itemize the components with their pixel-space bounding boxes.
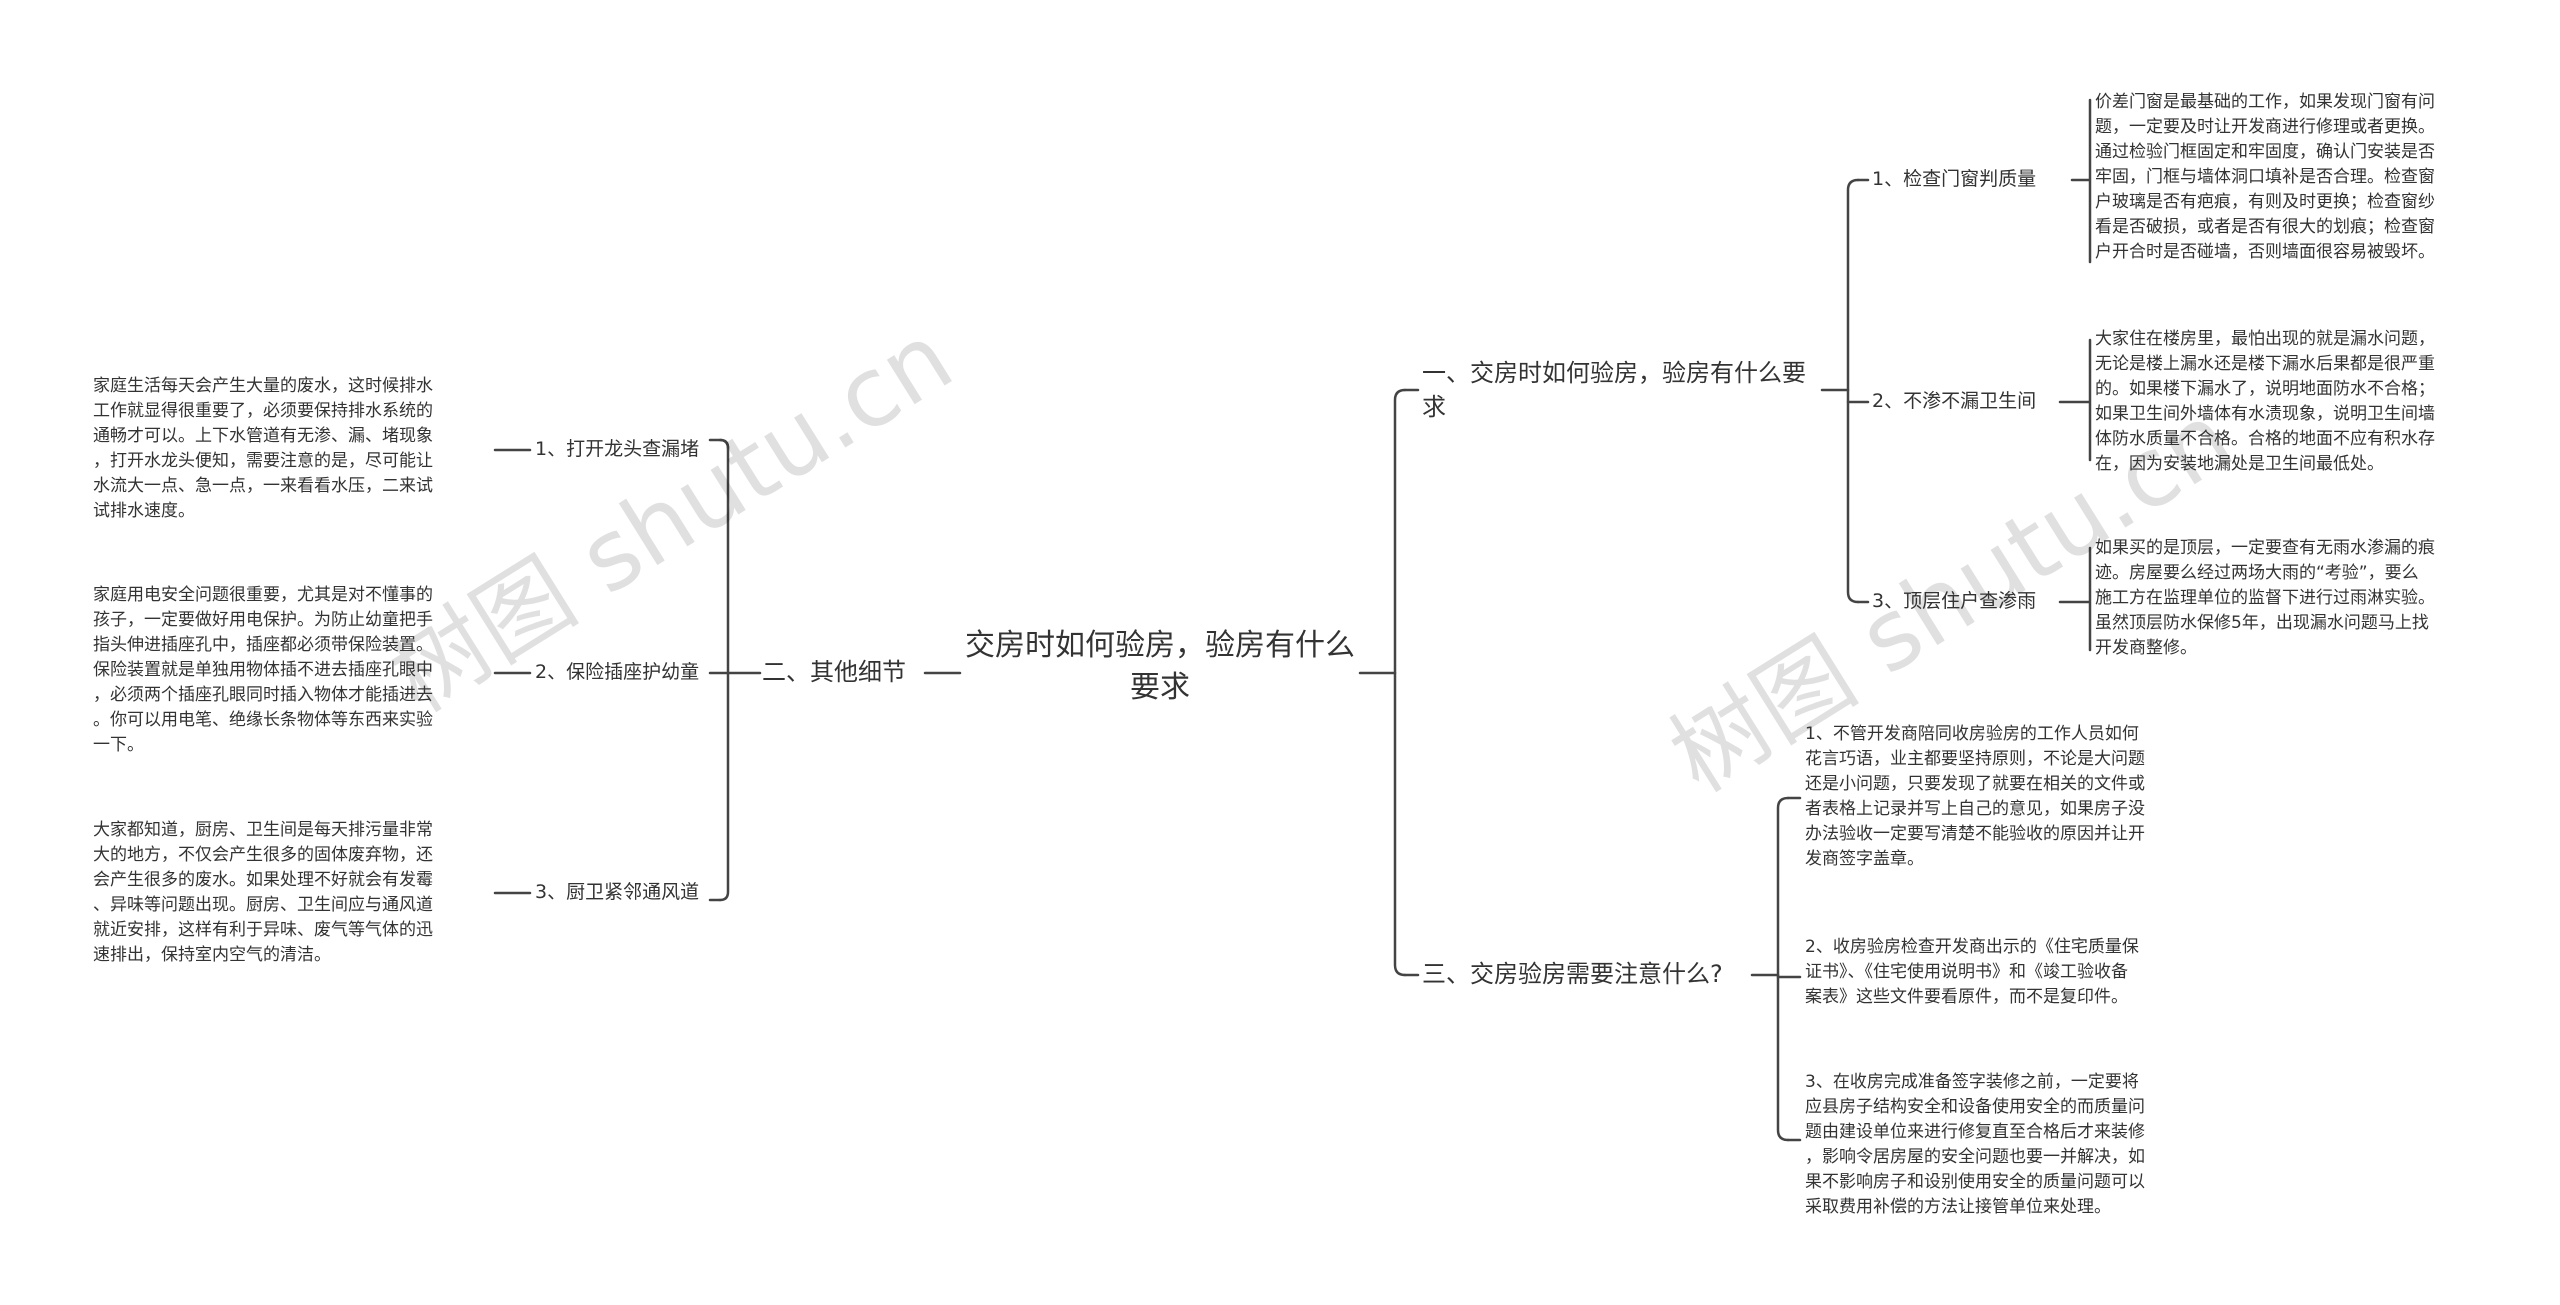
sub-top-floor-rain[interactable]: 3、顶层住户查渗雨 xyxy=(1872,590,2037,612)
branch-how-to-inspect[interactable]: 一、交房时如何验房，验房有什么要求 xyxy=(1422,356,1822,424)
sub-kitchen-vent[interactable]: 3、厨卫紧邻通风道 xyxy=(535,881,700,903)
sub-window-check[interactable]: 1、检查门窗判质量 xyxy=(1872,168,2037,190)
sub-bathroom-leak[interactable]: 2、不渗不漏卫生间 xyxy=(1872,390,2037,412)
link-sub2-leaf-spine xyxy=(2058,338,2092,462)
link-b1-spine xyxy=(1846,178,1860,604)
leaf-precaution-2: 2、收房验房检查开发商出示的《住宅质量保 证书》、《住宅使用说明书》和《竣工验收… xyxy=(1805,937,2139,1007)
branch-how-to-inspect-label: 一、交房时如何验房，验房有什么要求 xyxy=(1422,359,1806,421)
leaf-precaution-3: 3、在收房完成准备签字装修之前，一定要将 应县房子结构安全和设备使用安全的而质量… xyxy=(1805,1072,2145,1217)
link-left-1 xyxy=(708,438,730,450)
leaf-tap-check-text: 家庭生活每天会产生大量的废水，这时候排水 工作就显得很重要了，必须要保持排水系统… xyxy=(93,376,433,521)
leaf-window-check-text: 价差门窗是最基础的工作，如果发现门窗有问 题，一定要及时让开发商进行修理或者更换… xyxy=(2095,92,2435,262)
link-b3-spine xyxy=(1776,796,1790,1142)
leaf-top-floor-rain-text: 如果买的是顶层，一定要查有无雨水渗漏的痕 迹。房屋要么经过两场大雨的“考验”，要… xyxy=(2095,538,2435,658)
leaf-precaution-1: 1、不管开发商陪同收房验房的工作人员如何 花言巧语，业主都要坚持原则，不论是大问… xyxy=(1805,724,2145,869)
link-right-spine xyxy=(1393,388,1407,977)
leaf-socket-safety-text: 家庭用电安全问题很重要，尤其是对不懂事的 孩子，一定要做好用电保护。为防止幼童把… xyxy=(93,585,433,755)
branch-precautions[interactable]: 三、交房验房需要注意什么? xyxy=(1422,960,1723,988)
root-topic[interactable]: 交房时如何验房，验房有什么要求 xyxy=(965,628,1355,705)
leaf-kitchen-vent-text: 大家都知道，厨房、卫生间是每天排污量非常 大的地方，不仅会产生很多的固体废弃物，… xyxy=(93,820,433,965)
link-left-spine xyxy=(718,438,730,902)
sub-tap-check[interactable]: 1、打开龙头查漏堵 xyxy=(535,438,700,460)
sub-socket-safety[interactable]: 2、保险插座护幼童 xyxy=(535,661,700,683)
branch-other-details[interactable]: 二、其他细节 xyxy=(762,658,906,686)
leaf-bathroom-leak-text: 大家住在楼房里，最怕出现的就是漏水问题， 无论是楼上漏水还是楼下漏水后果都是很严… xyxy=(2095,329,2435,474)
link-sub3-leaf-spine xyxy=(2058,546,2092,652)
link-sub1-leaf-spine xyxy=(2070,98,2092,264)
